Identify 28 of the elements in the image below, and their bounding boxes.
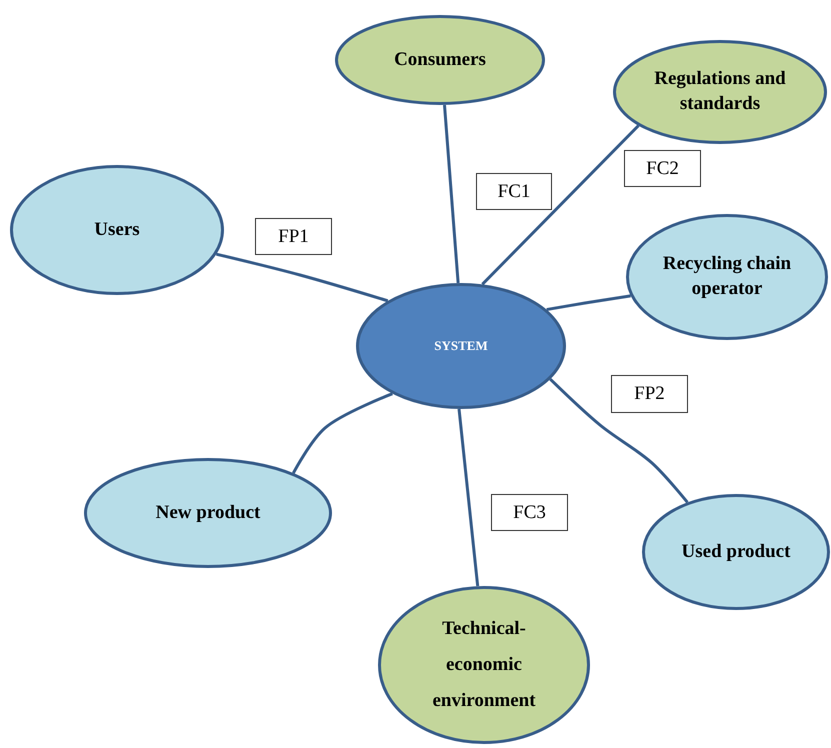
function-label: FP1: [255, 218, 332, 255]
node-label: Consumers: [393, 48, 487, 72]
node-label: Regulations and standards: [653, 67, 787, 116]
element-ellipse: [613, 40, 827, 144]
node-label: Used product: [680, 540, 792, 564]
element-ellipse: [378, 586, 590, 744]
element-ellipse: [642, 494, 830, 610]
connector-line: [443, 104, 460, 284]
function-label: FC3: [491, 494, 568, 531]
node-label: New product: [154, 500, 262, 525]
function-label: FP2: [611, 375, 688, 413]
connector-line: [549, 378, 689, 504]
element-ellipse: [84, 458, 332, 568]
connector-line: [292, 392, 393, 474]
element-ellipse: [626, 214, 828, 340]
system-ellipse: [356, 283, 566, 409]
element-ellipse: [335, 15, 545, 105]
node-label: SYSTEM: [433, 336, 489, 355]
node-label: Users: [93, 218, 141, 242]
connector-line: [458, 408, 480, 586]
function-label: FC1: [476, 173, 552, 210]
node-label: Technical-economic environment: [431, 616, 537, 714]
function-label: FC2: [624, 150, 701, 187]
element-ellipse: [10, 165, 224, 295]
node-label: Recycling chain operator: [662, 252, 792, 301]
connector-line: [216, 252, 388, 302]
connector-line: [481, 124, 640, 286]
connector-line: [546, 294, 631, 312]
